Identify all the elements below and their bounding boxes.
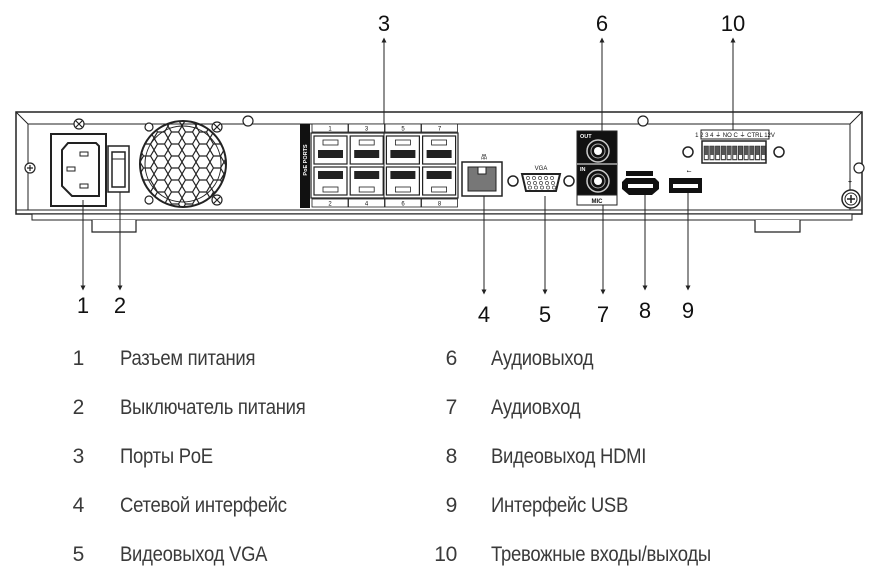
callout-number: 9 xyxy=(682,298,694,323)
poe-ports-title: PoE PORTS xyxy=(303,144,309,176)
vga-label: VGA xyxy=(535,166,548,172)
legend-item: 10 Тревожные входы/выходы xyxy=(0,540,891,570)
legend-item: 1 Разъем питания xyxy=(0,344,891,374)
poe-port-number: 6 xyxy=(401,202,405,208)
poe-port-number: 1 xyxy=(328,127,332,133)
legend-item: 2 Выключатель питания xyxy=(0,393,891,423)
screws xyxy=(24,115,865,206)
fan-grille xyxy=(139,120,227,208)
callout-6: 6 xyxy=(596,11,608,131)
callout-1: 1 xyxy=(77,200,89,318)
callout-10: 10 xyxy=(721,11,745,130)
legend-label: Сетевой интерфейс xyxy=(120,494,287,517)
legend-label: Выключатель питания xyxy=(120,396,306,419)
callout-8: 8 xyxy=(639,195,651,323)
callout-number: 4 xyxy=(478,302,490,327)
callout-number: 6 xyxy=(596,11,608,36)
legend-item: 5 Видеовыход VGA xyxy=(0,540,891,570)
power-connector xyxy=(50,133,107,207)
power-switch xyxy=(107,145,130,193)
legend-number: 9 xyxy=(445,494,458,517)
legend-label: Видеовыход HDMI xyxy=(491,445,647,468)
audio-block: OUT IN MIC xyxy=(576,130,618,206)
callout-number: 10 xyxy=(721,11,745,36)
audio-out-label: OUT xyxy=(580,134,592,140)
poe-port-number: 5 xyxy=(401,127,405,133)
audio-in-label: IN xyxy=(580,167,586,173)
poe-jack xyxy=(385,166,420,196)
callout-number: 1 xyxy=(77,293,89,318)
callout-5: 5 xyxy=(539,196,551,327)
ground-icon: ⏚ xyxy=(847,178,853,185)
legend-number: 1 xyxy=(72,347,85,370)
legend-label: Аудиовыход xyxy=(491,347,594,370)
poe-port-number: 2 xyxy=(328,202,332,208)
callout-4: 4 xyxy=(478,196,490,327)
legend-label: Интерфейс USB xyxy=(491,494,629,517)
callout-number: 5 xyxy=(539,302,551,327)
callout-9: 9 xyxy=(682,193,694,323)
poe-jack xyxy=(422,166,457,196)
legend-number: 5 xyxy=(72,543,85,566)
poe-jack xyxy=(385,135,420,165)
poe-port-number: 3 xyxy=(365,127,369,133)
audio-in-jack xyxy=(586,169,610,193)
legend-item: 8 Видеовыход HDMI xyxy=(0,442,891,472)
legend-item: 6 Аудиовыход xyxy=(0,344,891,374)
legend-label: Порты PoE xyxy=(120,445,213,468)
network-port: 品 xyxy=(461,154,503,197)
poe-jack xyxy=(422,135,457,165)
foot-left xyxy=(91,220,137,233)
hdmi-port xyxy=(622,171,659,195)
legend-number: 3 xyxy=(72,445,85,468)
legend-item: 7 Аудиовход xyxy=(0,393,891,423)
vga-port: VGA xyxy=(507,166,575,192)
callout-2: 2 xyxy=(114,192,126,318)
callout-number: 8 xyxy=(639,298,651,323)
legend-number: 10 xyxy=(434,543,457,566)
legend-number: 2 xyxy=(72,396,85,419)
poe-port-number: 7 xyxy=(438,127,442,133)
callout-number: 7 xyxy=(597,302,609,327)
usb-icon: ⭠ xyxy=(687,169,692,175)
alarm-terminal-labels: 1 2 3 4 ⏚ NO C ⏚ CTRL 12V xyxy=(695,132,775,139)
foot-right xyxy=(754,220,801,233)
poe-jack xyxy=(313,166,348,196)
legend-number: 4 xyxy=(72,494,85,517)
callout-3: 3 xyxy=(378,11,390,124)
callout-number: 2 xyxy=(114,293,126,318)
alarm-terminal-block: 1 2 3 4 ⏚ NO C ⏚ CTRL 12V xyxy=(682,129,785,164)
callout-7: 7 xyxy=(597,205,609,327)
legend-item: 4 Сетевой интерфейс xyxy=(0,491,891,521)
poe-port-number: 4 xyxy=(365,202,369,208)
legend: 1 Разъем питания 2 Выключатель питания 3 Порт… xyxy=(0,330,891,587)
legend-label: Разъем питания xyxy=(120,347,256,370)
poe-jack xyxy=(313,135,348,165)
audio-out-jack xyxy=(586,139,610,163)
legend-item: 9 Интерфейс USB xyxy=(0,491,891,521)
poe-port-number: 8 xyxy=(438,202,442,208)
legend-label: Тревожные входы/выходы xyxy=(491,543,711,566)
network-icon: 品 xyxy=(481,154,487,161)
callout-number: 3 xyxy=(378,11,390,36)
legend-label: Аудиовход xyxy=(491,396,581,419)
usb-port: ⭠ xyxy=(669,169,702,193)
poe-jack xyxy=(349,135,384,165)
legend-number: 8 xyxy=(445,445,458,468)
poe-jack xyxy=(349,166,384,196)
legend-number: 7 xyxy=(445,396,458,419)
legend-item: 3 Порты PoE xyxy=(0,442,891,472)
legend-label: Видеовыход VGA xyxy=(120,543,268,566)
ground-terminal: ⏚ xyxy=(841,178,861,209)
rear-panel-diagram: PoE PORTS 1 3 5 7 2 4 6 8 品 VGA OUT IN MIC xyxy=(15,11,865,327)
mic-label: MIC xyxy=(592,199,604,205)
poe-ports: PoE PORTS 1 3 5 7 2 4 6 8 xyxy=(300,123,459,208)
legend-number: 6 xyxy=(445,347,458,370)
